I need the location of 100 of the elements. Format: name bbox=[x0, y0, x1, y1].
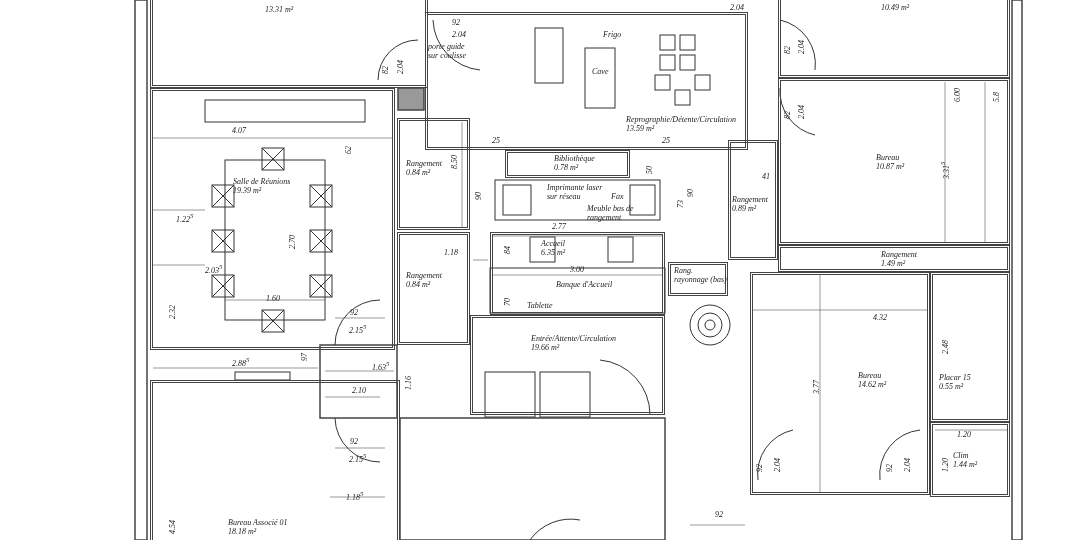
room-area: 10.87 m² bbox=[876, 162, 905, 171]
room-outline bbox=[470, 315, 665, 415]
room-name: Rangement bbox=[406, 159, 442, 168]
dimension-label: 92 bbox=[715, 510, 723, 519]
room-outline bbox=[397, 118, 470, 230]
room-name: Rangement bbox=[881, 250, 917, 259]
dimension-label: 5.8 bbox=[992, 92, 1001, 102]
dimension-label: 2.15$^{5}$ bbox=[349, 322, 367, 335]
dimension-label: 2.70 bbox=[288, 235, 297, 249]
dimension-label: 1.18$^{5}$ bbox=[346, 489, 364, 502]
room-name: Accueil bbox=[541, 239, 566, 248]
dimension-label: 1.20 bbox=[941, 458, 950, 472]
room-name: Bureau bbox=[858, 371, 883, 380]
room-name: Entrée/Attente/Circulation bbox=[531, 334, 617, 343]
dimension-label: 73 bbox=[676, 200, 685, 208]
dimension-label: 2.15$^{5}$ bbox=[349, 451, 367, 464]
dimension-label: 3.77 bbox=[812, 380, 821, 394]
room-area: 13.31 m² bbox=[265, 5, 294, 14]
room-area: 0.84 m² bbox=[406, 168, 442, 177]
room-outline bbox=[778, 78, 1010, 245]
room-note: Frigo bbox=[603, 30, 622, 39]
dimension-label: 50 bbox=[645, 166, 654, 174]
room-outline bbox=[425, 12, 748, 150]
dimension-label: 90 bbox=[686, 189, 695, 197]
dimension-label: 2.04 bbox=[797, 40, 806, 54]
dimension-label: 1.20 bbox=[957, 430, 971, 439]
dimension-label: 2.88$^{5}$ bbox=[232, 355, 250, 368]
room-name: Bureau Associé 01 bbox=[228, 518, 288, 527]
dimension-label: 92 bbox=[755, 464, 764, 472]
room-note: Fax bbox=[611, 192, 624, 201]
room-note: porte guide sur coulisse bbox=[428, 42, 467, 60]
dimension-label: 1.22$^{5}$ bbox=[176, 211, 194, 224]
dimension-label: 84 bbox=[503, 246, 512, 254]
dimension-label: 6.00 bbox=[953, 88, 962, 102]
room-outline bbox=[930, 272, 1010, 422]
room-outline bbox=[668, 262, 728, 296]
room-outline bbox=[778, 0, 1010, 78]
dimension-label: 2.04 bbox=[452, 30, 466, 39]
room-area: 10.49 m² bbox=[881, 3, 910, 12]
dimension-label: 2.04 bbox=[903, 458, 912, 472]
room-name: Rangement bbox=[406, 271, 442, 280]
dimension-label: 82 bbox=[783, 111, 792, 119]
dimension-label: 82 bbox=[783, 46, 792, 54]
room-note: Meuble bas de rangement bbox=[587, 204, 635, 222]
room-outline bbox=[490, 232, 665, 315]
room-outline bbox=[750, 272, 930, 495]
dimension-label: 97 bbox=[300, 353, 309, 361]
dimension-label: 1.16 bbox=[404, 376, 413, 390]
room-name: Reprographie/Détente/Circulation bbox=[626, 115, 737, 124]
room-area: 0.89 m² bbox=[732, 204, 768, 213]
dimension-label: 25 bbox=[662, 136, 670, 145]
dimension-label: 92 bbox=[452, 18, 460, 27]
room-name: Placar 15 bbox=[939, 373, 971, 382]
room-area: 14.62 m² bbox=[858, 380, 887, 389]
dimension-label: 1.18 bbox=[444, 248, 458, 257]
room-area: 13.59 m² bbox=[626, 124, 737, 133]
room-area: 19.66 m² bbox=[531, 343, 617, 352]
room-area: 0.84 m² bbox=[406, 280, 442, 289]
room-name: Clim bbox=[953, 451, 970, 460]
dimension-label: 82 bbox=[381, 66, 390, 74]
room-outline bbox=[930, 422, 1010, 497]
room-area: 1.49 m² bbox=[881, 259, 917, 268]
dimension-label: 3.00 bbox=[570, 265, 584, 274]
room-name: Bibliothèque bbox=[554, 154, 595, 163]
room-outline bbox=[150, 380, 400, 540]
dimension-label: 2.04 bbox=[396, 60, 405, 74]
room-outline bbox=[150, 88, 395, 350]
dimension-label: 2.10 bbox=[352, 386, 366, 395]
dimension-label: 2.04 bbox=[797, 105, 806, 119]
dimension-label: 2.04 bbox=[773, 458, 782, 472]
room-outline bbox=[150, 0, 428, 88]
dimension-label: 70 bbox=[503, 298, 512, 306]
dimension-label: 92 bbox=[350, 308, 358, 317]
room-name: Salle de Réunions bbox=[233, 177, 291, 186]
dimension-label: 1.60 bbox=[266, 294, 280, 303]
room-outline bbox=[728, 140, 778, 260]
room-name: Rang. bbox=[674, 266, 694, 275]
room-area: 0.55 m² bbox=[939, 382, 971, 391]
room-note: Banque d'Accueil bbox=[556, 280, 613, 289]
room-note: Cave bbox=[592, 67, 609, 76]
dimension-label: 25 bbox=[492, 136, 500, 145]
room-area: 0.78 m² bbox=[554, 163, 595, 172]
room-area: 6.35 m² bbox=[541, 248, 566, 257]
dimension-label: 8.50 bbox=[450, 155, 459, 169]
dimension-label: 2.32 bbox=[168, 305, 177, 319]
room-outline bbox=[778, 245, 1010, 272]
dimension-label: 4.54 bbox=[168, 520, 177, 534]
room-outline bbox=[397, 232, 470, 345]
room-name: Rangement bbox=[732, 195, 768, 204]
room-area: 1.44 m² bbox=[953, 460, 978, 469]
dimension-label: 92 bbox=[885, 464, 894, 472]
dimension-label: 4.07 bbox=[232, 126, 246, 135]
dimension-label: 92 bbox=[350, 437, 358, 446]
dimension-label: 4.32 bbox=[873, 313, 887, 322]
room-note: Tablette bbox=[527, 301, 553, 310]
dimension-label: 1.63$^{5}$ bbox=[372, 359, 390, 372]
room-area: 19.39 m² bbox=[233, 186, 291, 195]
room-outline bbox=[505, 150, 630, 178]
room-area: 18.18 m² bbox=[228, 527, 288, 536]
dimension-label: 2.48 bbox=[941, 340, 950, 354]
